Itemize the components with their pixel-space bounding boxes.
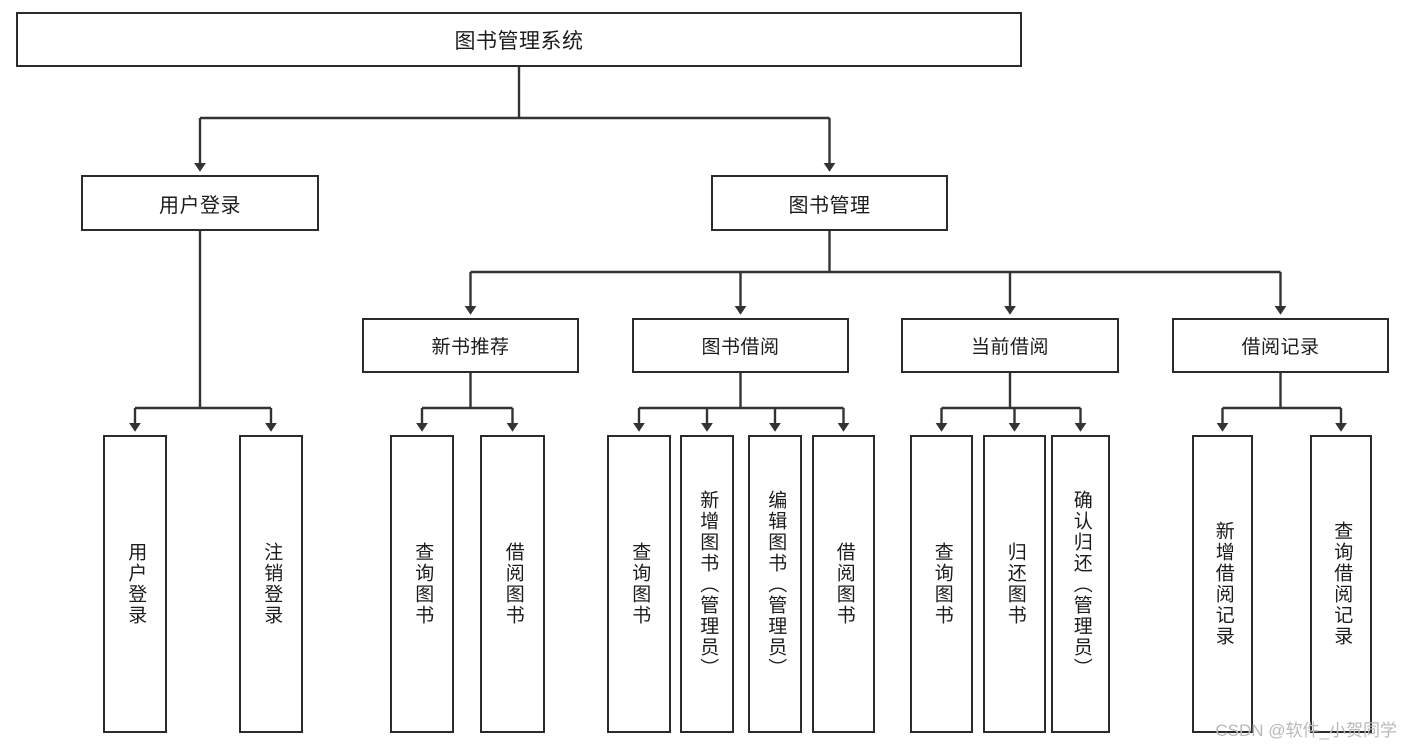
node-label: 图书管理系统 — [454, 29, 584, 53]
watermark-text: CSDN @软件_小贺同学 — [1215, 721, 1397, 740]
node-leaf-8[interactable]: 查询图书 — [910, 435, 973, 733]
node-label: 图书借阅 — [701, 337, 780, 358]
node-level3-1[interactable]: 图书借阅 — [632, 318, 849, 373]
node-leaf-5[interactable]: 新增图书（管理员） — [680, 435, 734, 733]
node-label: 用户登录 — [159, 194, 241, 217]
node-label: 注销登录 — [261, 542, 283, 626]
node-label: 查询图书 — [931, 542, 953, 626]
node-leaf-4[interactable]: 查询图书 — [607, 435, 671, 733]
node-leaf-2[interactable]: 查询图书 — [390, 435, 454, 733]
node-root-图书管理系统[interactable]: 图书管理系统 — [16, 12, 1022, 67]
node-label: 归还图书 — [1004, 542, 1026, 626]
node-leaf-9[interactable]: 归还图书 — [983, 435, 1046, 733]
node-label: 编辑图书（管理员） — [765, 489, 787, 679]
node-label: 借阅记录 — [1241, 337, 1320, 358]
node-label: 确认归还（管理员） — [1070, 489, 1092, 679]
node-level2-1[interactable]: 图书管理 — [711, 175, 948, 231]
node-leaf-0[interactable]: 用户登录 — [103, 435, 167, 733]
node-label: 借阅图书 — [502, 542, 524, 626]
node-label: 图书管理 — [788, 194, 871, 217]
node-label: 查询图书 — [412, 542, 434, 626]
node-label: 新书推荐 — [431, 337, 510, 358]
node-label: 新增图书（管理员） — [697, 489, 719, 679]
node-leaf-12[interactable]: 查询借阅记录 — [1310, 435, 1372, 733]
node-leaf-11[interactable]: 新增借阅记录 — [1192, 435, 1253, 733]
node-level3-2[interactable]: 当前借阅 — [901, 318, 1119, 373]
node-leaf-10[interactable]: 确认归还（管理员） — [1051, 435, 1110, 733]
node-level3-0[interactable]: 新书推荐 — [362, 318, 579, 373]
node-label: 用户登录 — [125, 542, 147, 626]
node-label: 新增借阅记录 — [1212, 521, 1234, 647]
node-label: 查询图书 — [629, 542, 651, 626]
node-level2-0[interactable]: 用户登录 — [81, 175, 319, 231]
node-label: 借阅图书 — [833, 542, 855, 626]
node-leaf-3[interactable]: 借阅图书 — [480, 435, 545, 733]
node-label: 查询借阅记录 — [1331, 521, 1353, 647]
node-leaf-6[interactable]: 编辑图书（管理员） — [748, 435, 802, 733]
node-level3-3[interactable]: 借阅记录 — [1172, 318, 1389, 373]
node-label: 当前借阅 — [970, 337, 1049, 358]
node-leaf-7[interactable]: 借阅图书 — [812, 435, 875, 733]
node-leaf-1[interactable]: 注销登录 — [239, 435, 303, 733]
